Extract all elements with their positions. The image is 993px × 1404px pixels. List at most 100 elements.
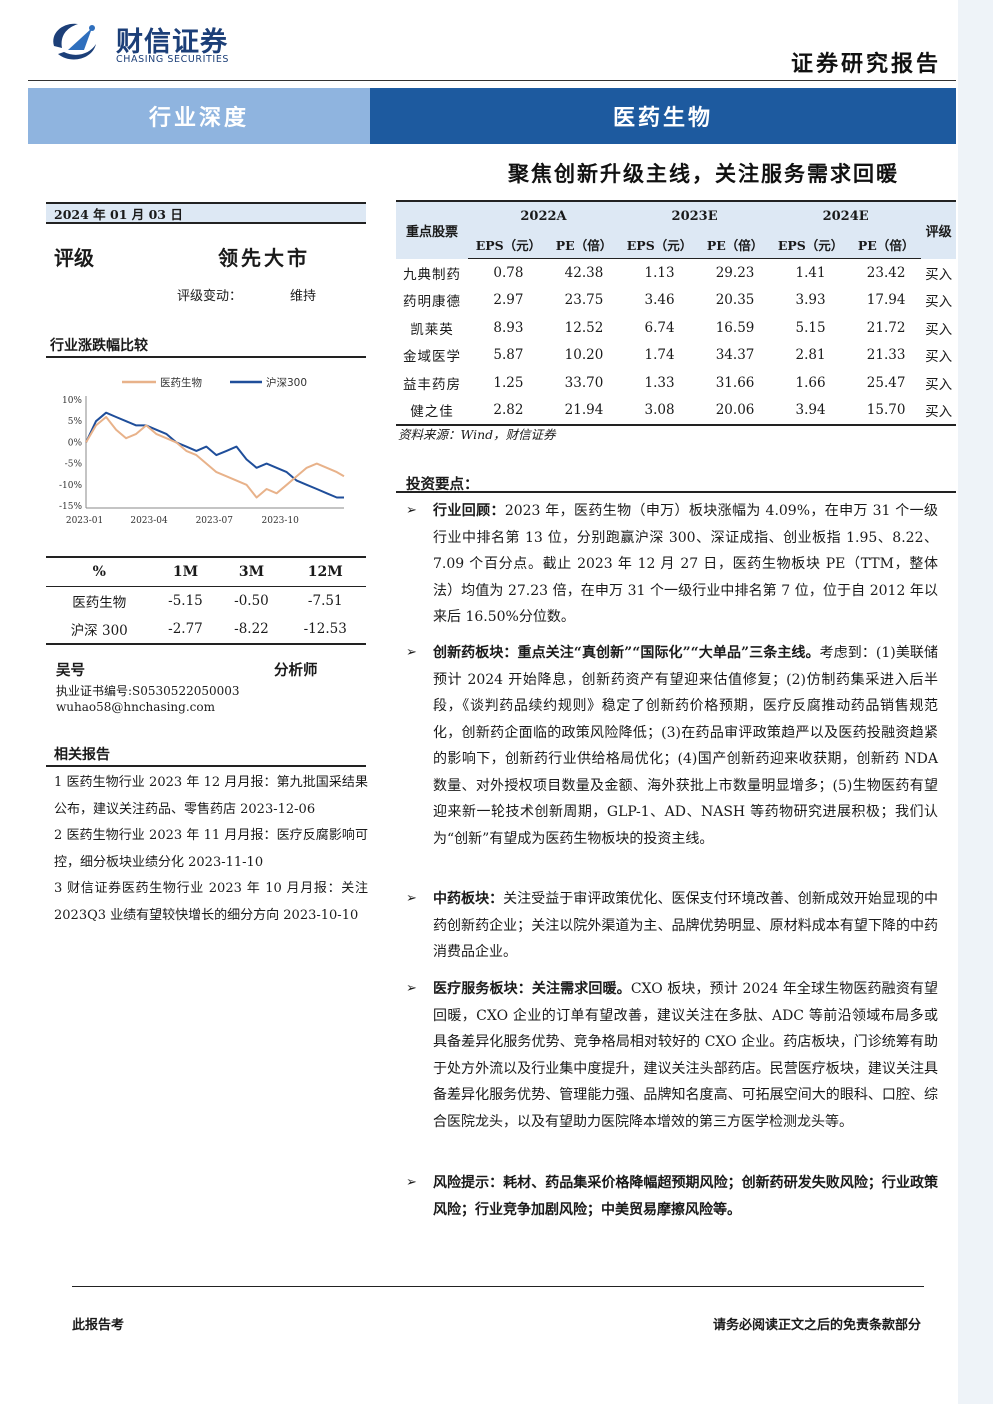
stock-metric: 23.42 <box>866 264 906 281</box>
bullet-lead: 行业回顾： <box>433 503 505 519</box>
bullet-innovative-drugs: ➢ 创新药板块：重点关注“真创新”“国际化”“大单品”三条主线。考虑到：(1)美… <box>406 640 938 852</box>
chart-section-divider <box>46 356 366 358</box>
logo-english-name: CHASING SECURITIES <box>116 54 230 65</box>
bullet-arrow-icon: ➢ <box>406 503 417 518</box>
perf-row-name: 医药生物 <box>72 595 127 611</box>
legend-label-csi300: 沪深300 <box>266 376 307 389</box>
y-tick-label: 0% <box>68 438 83 448</box>
eps-header: EPS（元） <box>467 230 549 259</box>
stock-name: 金域医学 <box>402 349 461 366</box>
stock-metric: 16.59 <box>715 319 755 336</box>
analyst-role: 分析师 <box>274 662 318 679</box>
stock-metric: 29.23 <box>715 264 755 281</box>
stock-metric: 10.20 <box>564 347 604 364</box>
stock-metric: 21.72 <box>866 319 906 336</box>
year-header-2022: 2022A <box>467 200 620 230</box>
related-reports-title: 相关报告 <box>54 747 110 763</box>
rating-change-value: 维持 <box>290 289 317 304</box>
perf-cell: -7.51 <box>307 593 343 609</box>
rating-value: 领先大市 <box>218 246 310 270</box>
stock-metric: 3.93 <box>795 292 826 309</box>
stock-metric: 1.41 <box>795 264 826 281</box>
stock-rating: 买入 <box>925 321 953 338</box>
performance-table: % 1M 3M 12M 医药生物 -5.15 -0.50 -7.51 沪深 30… <box>46 556 366 645</box>
pe-header: PE（倍） <box>548 230 620 259</box>
stock-metric: 21.94 <box>548 396 620 426</box>
table-source-note: 资料来源：Wind，财信证券 <box>398 427 556 442</box>
year-header-2024: 2024E <box>770 200 922 230</box>
report-date: 2024 年 01 月 03 日 <box>46 202 366 224</box>
footer-disclaimer-note: 请务必阅读正文之后的免责条款部分 <box>712 1318 921 1333</box>
stock-rating: 买入 <box>925 349 953 366</box>
stock-metric: 25.47 <box>866 374 906 391</box>
logo-chinese-name: 财信证券 <box>116 27 228 58</box>
key-points-title: 投资要点： <box>406 476 479 493</box>
series-line-medicine <box>85 416 345 499</box>
stock-name: 健之佳 <box>396 396 468 426</box>
perf-cell: -12.53 <box>284 615 366 645</box>
footer-left-text: 此报告考 <box>72 1318 125 1333</box>
bullet-lead: 中药板块： <box>433 891 504 907</box>
stock-rating: 买入 <box>925 376 953 393</box>
rating-col-header: 评级 <box>921 200 956 259</box>
document-type: 证券研究报告 <box>790 51 941 77</box>
stock-metric: 5.15 <box>795 319 826 336</box>
bullet-text: 2023 年，医药生物（申万）板块涨幅为 4.09%，在申万 31 个一级行业中… <box>433 503 939 625</box>
x-tick-label: 2023-07 <box>196 516 234 526</box>
series-line-csi300 <box>85 411 344 499</box>
eps-header: EPS（元） <box>770 230 852 259</box>
stock-metric: 3.08 <box>619 396 700 426</box>
list-item[interactable]: 3 财信证券医药生物行业 2023 年 10 月月报：关注 2023Q3 业绩有… <box>54 881 368 923</box>
perf-header-1m: 1M <box>152 556 219 587</box>
bullet-industry-review: ➢ 行业回顾：2023 年，医药生物（申万）板块涨幅为 4.09%，在申万 31… <box>406 498 938 631</box>
stock-metric: 8.93 <box>493 319 524 336</box>
x-tick-label: 2023-04 <box>130 516 168 526</box>
stock-metric: 21.33 <box>866 347 906 364</box>
stock-name: 益丰药房 <box>402 376 461 393</box>
bullet-lead: 创新药板块：重点关注“真创新”“国际化”“大单品”三条主线。 <box>433 645 820 661</box>
stock-metric: 15.70 <box>851 396 922 426</box>
y-tick-label: -10% <box>59 481 82 491</box>
key-stocks-table: 重点股票 2022A 2023E 2024E 评级 EPS（元） PE（倍） E… <box>396 200 956 426</box>
stock-metric: 17.94 <box>866 292 906 309</box>
analyst-certificate: 执业证书编号:S0530522050003 <box>56 684 240 698</box>
table-row: 沪深 300 -2.77 -8.22 -12.53 <box>46 615 366 645</box>
right-edge-strip <box>958 0 993 1404</box>
pe-header: PE（倍） <box>700 230 771 259</box>
perf-header-12m: 12M <box>284 556 366 587</box>
stock-metric: 20.06 <box>700 396 771 426</box>
header-divider <box>28 80 956 81</box>
stock-metric: 1.33 <box>644 374 675 391</box>
list-item[interactable]: 1 医药生物行业 2023 年 12 月月报：第九批国采结果公布，建议关注药品、… <box>54 775 368 817</box>
report-category-band: 行业深度 <box>28 88 370 144</box>
stock-metric: 1.25 <box>493 374 524 391</box>
bullet-lead: 医疗服务板块：关注需求回暖。 <box>433 981 631 997</box>
stock-metric: 2.81 <box>795 347 826 364</box>
stock-name: 九典制药 <box>402 266 461 283</box>
x-tick-label: 2023-10 <box>262 516 300 526</box>
stock-metric: 23.75 <box>564 292 604 309</box>
stock-col-header: 重点股票 <box>396 200 468 259</box>
stock-rating: 买入 <box>921 396 956 426</box>
stock-metric: 34.37 <box>715 347 755 364</box>
stock-metric: 2.82 <box>467 396 549 426</box>
key-points-divider <box>396 491 956 493</box>
company-logo-icon <box>53 23 96 60</box>
rating-label: 评级 <box>54 246 94 270</box>
analyst-email[interactable]: wuhao58@hnchasing.com <box>56 700 215 714</box>
chart-section-title: 行业涨跌幅比较 <box>50 338 148 354</box>
stock-rating: 买入 <box>925 294 953 311</box>
bullet-arrow-icon: ➢ <box>406 1175 417 1190</box>
legend-label-medicine: 医药生物 <box>160 376 202 389</box>
list-item[interactable]: 2 医药生物行业 2023 年 11 月月报：医疗反腐影响可控，细分板块业绩分化… <box>54 828 368 870</box>
stock-metric: 2.97 <box>493 292 524 309</box>
stock-rating: 买入 <box>925 266 953 283</box>
bullet-risk-warning: ➢ 风险提示：耗材、药品集采价格降幅超预期风险；创新药研发失败风险；行业政策风险… <box>406 1170 938 1223</box>
bullet-lead: 风险提示：耗材、药品集采价格降幅超预期风险；创新药研发失败风险；行业政策风险；行… <box>433 1175 938 1218</box>
